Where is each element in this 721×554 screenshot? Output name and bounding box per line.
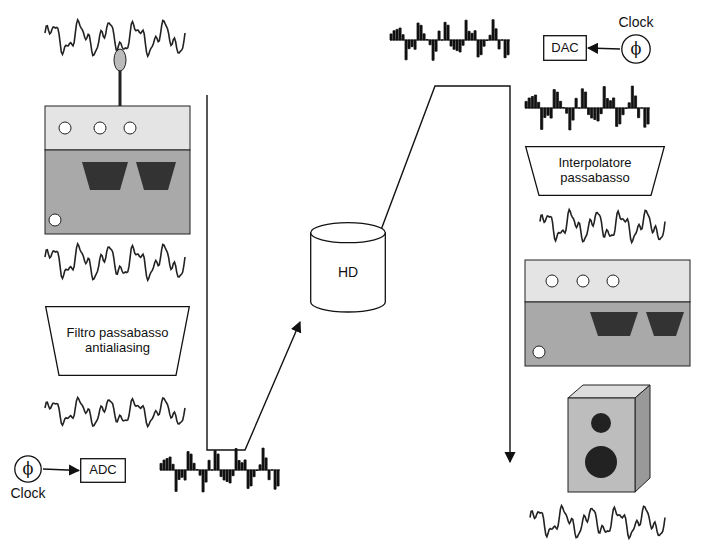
sampled-waveform	[525, 86, 649, 130]
node-label: ϕ	[23, 460, 34, 478]
clock-label: Clock	[10, 485, 45, 501]
node-label: ADC	[89, 463, 116, 478]
adc-box: ADC	[80, 458, 126, 483]
analog-waveform	[530, 506, 665, 539]
node-label: DAC	[551, 41, 578, 56]
interpolator-trapezoid: Interpolatore passabasso	[525, 146, 665, 196]
sampled-baseline	[390, 40, 510, 41]
node-label: Interpolatore passabasso	[540, 156, 650, 186]
microphone	[114, 49, 126, 106]
sampled-waveform	[390, 20, 509, 61]
filter-trapezoid: Filtro passabasso antialiasing	[45, 306, 190, 376]
clock-circle: ϕClock	[14, 455, 42, 483]
analog-waveform	[45, 244, 185, 280]
analog-waveform	[45, 20, 185, 56]
loudspeaker	[568, 385, 650, 492]
sampled-baseline	[525, 108, 650, 109]
sampled-waveform	[160, 448, 279, 492]
signal-path	[207, 86, 510, 462]
node-label: Filtro passabasso antialiasing	[63, 326, 173, 356]
clock-circle: Clockϕ	[621, 34, 651, 64]
node-label: ϕ	[631, 40, 642, 58]
waveforms	[45, 20, 665, 539]
clock-label: Clock	[618, 14, 653, 30]
hard-disk-cylinder: HD	[310, 222, 386, 312]
dac-box: DAC	[543, 35, 587, 61]
analog-waveform	[540, 210, 665, 243]
node-label: HD	[338, 264, 358, 280]
analog-waveform	[45, 397, 185, 426]
clock-connector	[588, 48, 620, 49]
sampled-baseline	[160, 470, 280, 471]
mixer-console	[45, 106, 190, 234]
clock-connector	[43, 469, 79, 471]
mixer-console	[525, 260, 690, 366]
